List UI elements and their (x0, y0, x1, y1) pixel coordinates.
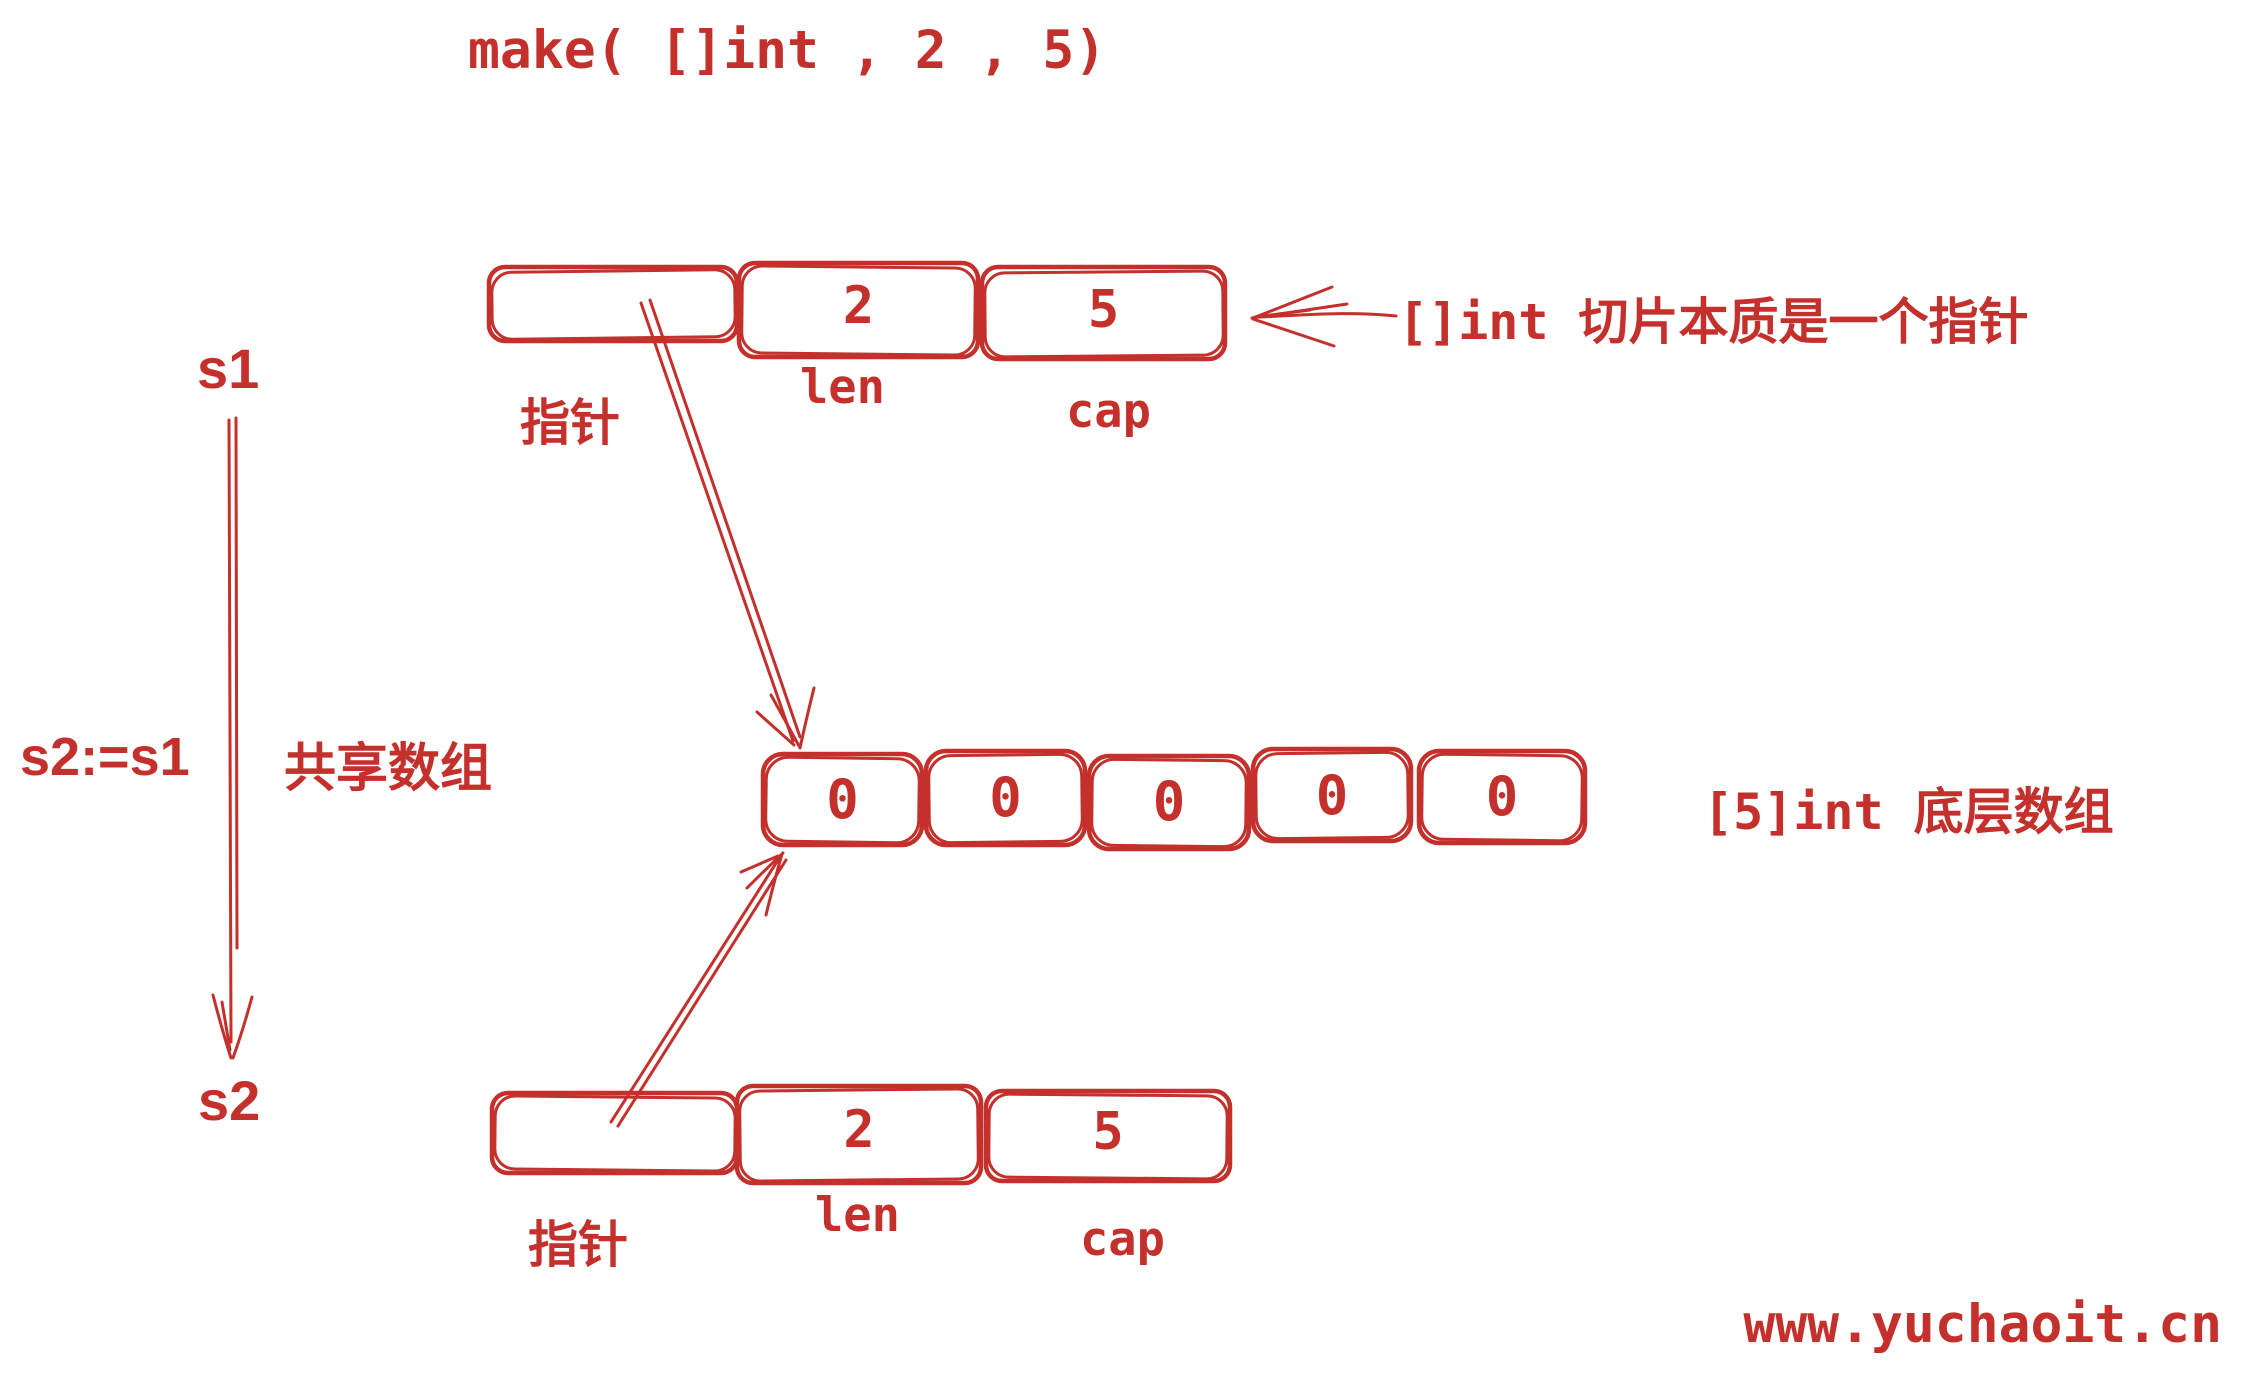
s1-pointer-label: 指针 (520, 395, 620, 451)
array-cell-value-3: 0 (1152, 770, 1186, 833)
s1-cap-label: cap (1066, 384, 1151, 439)
slice-note: []int 切片本质是一个指针 (1398, 282, 2029, 354)
s1-cap-value: 5 (1087, 280, 1120, 340)
array-note-text: 底层数组 (1913, 784, 2114, 840)
array-cell-value-5: 0 (1485, 765, 1519, 828)
assignment-note: 共享数组 (284, 740, 493, 798)
s2-len-box (734, 1083, 984, 1186)
s2-cap-value: 5 (1092, 1102, 1124, 1162)
s2-cap-label: cap (1080, 1212, 1165, 1267)
array-cell-box-4 (1250, 746, 1414, 844)
s1-len-label: len (800, 360, 885, 415)
s1-label: s1 (197, 337, 260, 400)
array-note-type: [5]int (1703, 783, 1884, 841)
s2-pointer-box (489, 1090, 740, 1176)
s1-pointer-box (486, 264, 740, 344)
s2-cap-box (983, 1088, 1233, 1184)
array-cell-value-1: 0 (826, 768, 859, 831)
array-cell-value-2: 0 (989, 766, 1022, 829)
array-note: [5]int 底层数组 (1703, 772, 2114, 844)
array-cell-box-2 (923, 748, 1088, 848)
array-cell-box-1 (760, 751, 925, 848)
s1-cap-box (979, 264, 1228, 362)
s1-pointer-to-array-arrow (639, 298, 816, 750)
array-cell-value-4: 0 (1315, 764, 1349, 827)
s1-to-s2-arrow (211, 416, 254, 1060)
s2-len-value: 2 (843, 1100, 875, 1160)
s1-len-value: 2 (842, 276, 875, 336)
slice-note-arrow (1250, 285, 1398, 348)
s1-len-box (736, 260, 981, 360)
array-cell-box-5 (1416, 748, 1588, 846)
s2-pointer-label: 指针 (528, 1217, 628, 1273)
s2-pointer-to-array-arrow (609, 851, 788, 1128)
watermark: www.yuchaoit.cn (1743, 1294, 2222, 1355)
array-cell-box-3 (1086, 753, 1252, 852)
s2-len-label: len (815, 1188, 900, 1243)
slice-note-text: 切片本质是一个指针 (1578, 294, 2029, 350)
assignment-code: s2:=s1 (20, 727, 190, 787)
slice-note-type: []int (1398, 293, 1549, 351)
s2-label: s2 (198, 1069, 261, 1132)
make-code-title: make( []int , 2 , 5) (468, 20, 1107, 81)
